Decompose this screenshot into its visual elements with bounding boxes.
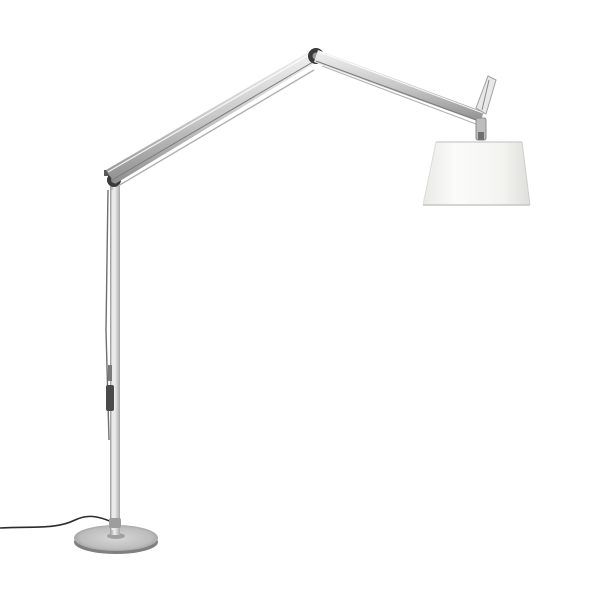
cord-clip bbox=[106, 385, 114, 411]
lamp-pole bbox=[105, 185, 121, 535]
lamp-head bbox=[475, 75, 497, 141]
lamp-base bbox=[74, 525, 158, 554]
lamp-arm-upper bbox=[314, 50, 484, 125]
lamp-arm-lower bbox=[106, 50, 320, 187]
lamp-shade bbox=[422, 141, 531, 206]
power-cord bbox=[0, 515, 113, 529]
